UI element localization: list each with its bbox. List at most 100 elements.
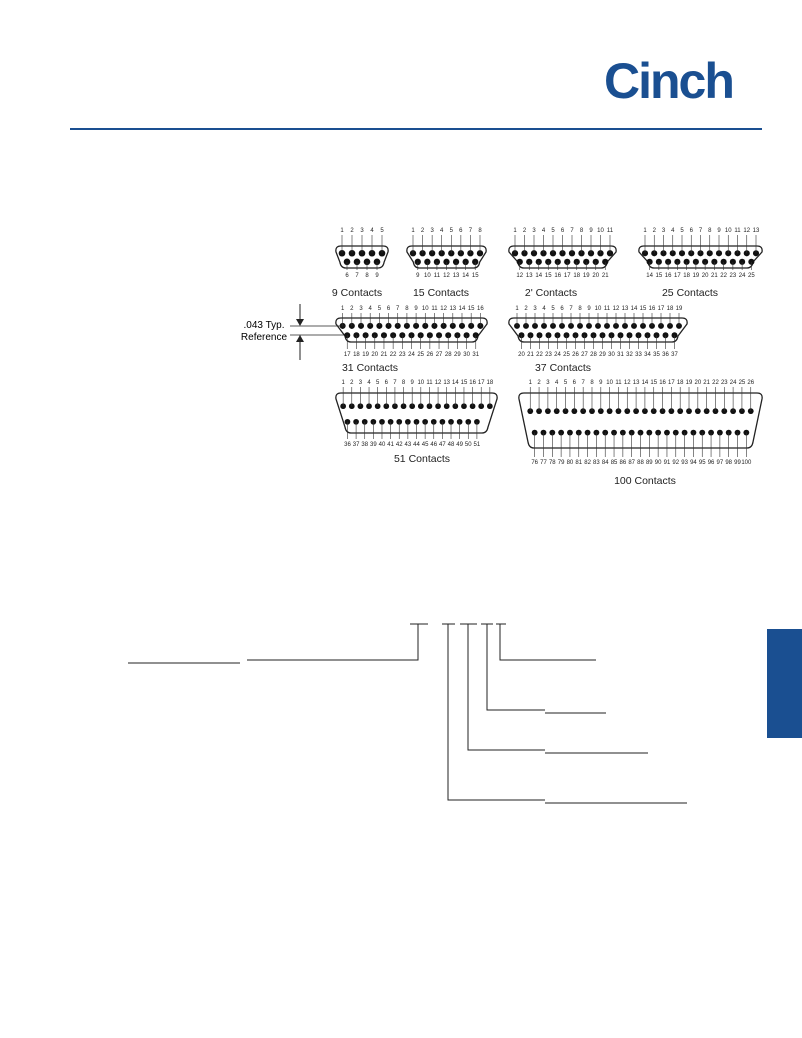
pin-number: 28 — [590, 352, 597, 358]
pin-number: 16 — [477, 306, 484, 312]
pin-number: 17 — [674, 273, 681, 279]
pin-bottom — [549, 429, 556, 436]
pin-bottom — [655, 429, 662, 436]
pin-number: 94 — [690, 460, 697, 466]
pin-number: 31 — [617, 352, 624, 358]
pin-number: 14 — [646, 273, 653, 279]
pin-number: 22 — [720, 273, 727, 279]
pin-number: 81 — [575, 460, 582, 466]
pin-number: 16 — [649, 306, 656, 312]
pin-number: 79 — [558, 460, 565, 466]
pin-number: 10 — [422, 306, 429, 312]
pin-number: 2 — [524, 306, 528, 312]
pin-number: 7 — [396, 306, 400, 312]
pin-top — [440, 322, 447, 329]
pin-number: 32 — [626, 352, 633, 358]
pin-number: 1 — [340, 228, 344, 234]
pin-number: 33 — [635, 352, 642, 358]
pin-bottom — [540, 429, 547, 436]
pin-bottom — [567, 429, 573, 436]
pin-number: 12 — [443, 273, 450, 279]
pin-number: 9 — [414, 306, 418, 312]
pin-number: 30 — [463, 352, 470, 358]
pin-number: 6 — [459, 228, 463, 234]
pin-number: 76 — [531, 460, 538, 466]
pin-number: 10 — [595, 306, 602, 312]
dim-label-1: .043 Typ. — [244, 320, 285, 331]
pin-number: 10 — [606, 380, 613, 386]
pin-number: 17 — [478, 380, 485, 386]
pin-number: 48 — [448, 442, 455, 448]
pin-number: 91 — [664, 460, 671, 466]
pin-number: 50 — [465, 442, 472, 448]
connector-caption: 51 Contacts — [394, 453, 450, 465]
pin-number: 2 — [350, 380, 354, 386]
pin-number: 5 — [376, 380, 380, 386]
pin-bottom — [743, 429, 750, 436]
pin-number: 5 — [380, 228, 384, 234]
pin-number: 7 — [469, 228, 473, 234]
pin-number: 23 — [545, 352, 552, 358]
pin-bottom — [672, 429, 679, 436]
pin-number: 2 — [537, 380, 541, 386]
pin-number: 24 — [730, 380, 737, 386]
cinch-logo: Cinch — [604, 53, 735, 109]
pin-number: 8 — [405, 306, 409, 312]
leader-5 — [499, 624, 545, 661]
pin-number: 9 — [599, 380, 603, 386]
pin-number: 4 — [555, 380, 559, 386]
pin-number: 47 — [439, 442, 446, 448]
pin-number: 8 — [590, 380, 594, 386]
pin-number: 17 — [564, 273, 571, 279]
pin-number: 7 — [570, 228, 574, 234]
pin-number: 4 — [542, 228, 546, 234]
pin-number: 11 — [607, 228, 614, 234]
pin-number: 25 — [563, 352, 570, 358]
pin-number: 39 — [370, 442, 377, 448]
pin-number: 36 — [344, 442, 351, 448]
pin-number: 26 — [427, 352, 434, 358]
pin-number: 8 — [365, 273, 369, 279]
pin-number: 100 — [741, 460, 752, 466]
pin-number: 38 — [361, 442, 368, 448]
pin-bottom — [681, 429, 688, 436]
pin-number: 9 — [587, 306, 591, 312]
pin-top — [413, 322, 420, 329]
pin-number: 16 — [469, 380, 476, 386]
pin-number: 15 — [545, 273, 552, 279]
pin-number: 13 — [443, 380, 450, 386]
pin-top — [428, 250, 436, 257]
pin-number: 4 — [542, 306, 546, 312]
pin-bottom — [628, 429, 635, 436]
pin-number: 2 — [350, 228, 354, 234]
pin-number: 19 — [676, 306, 683, 312]
pin-number: 15 — [640, 306, 647, 312]
pin-number: 85 — [611, 460, 618, 466]
pin-number: 5 — [378, 306, 382, 312]
pin-top — [357, 322, 365, 329]
pin-number: 26 — [572, 352, 579, 358]
pin-number: 11 — [434, 273, 441, 279]
pin-number: 80 — [567, 460, 574, 466]
pin-number: 98 — [725, 460, 732, 466]
pin-number: 7 — [581, 380, 585, 386]
pin-bottom — [545, 258, 552, 265]
pin-number: 19 — [362, 352, 369, 358]
pin-number: 4 — [369, 306, 373, 312]
pin-number: 10 — [424, 273, 431, 279]
pin-number: 17 — [658, 306, 665, 312]
pin-number: 19 — [686, 380, 693, 386]
pin-number: 14 — [462, 273, 469, 279]
pin-bottom — [716, 429, 723, 436]
pin-number: 12 — [516, 273, 523, 279]
pin-top — [458, 322, 466, 329]
connector-caption: 9 Contacts — [332, 287, 382, 299]
pin-number: 7 — [699, 228, 703, 234]
pin-number: 37 — [353, 442, 360, 448]
pin-number: 86 — [620, 460, 627, 466]
pin-bottom — [637, 429, 644, 436]
pin-number: 5 — [564, 380, 568, 386]
pin-number: 7 — [569, 306, 573, 312]
